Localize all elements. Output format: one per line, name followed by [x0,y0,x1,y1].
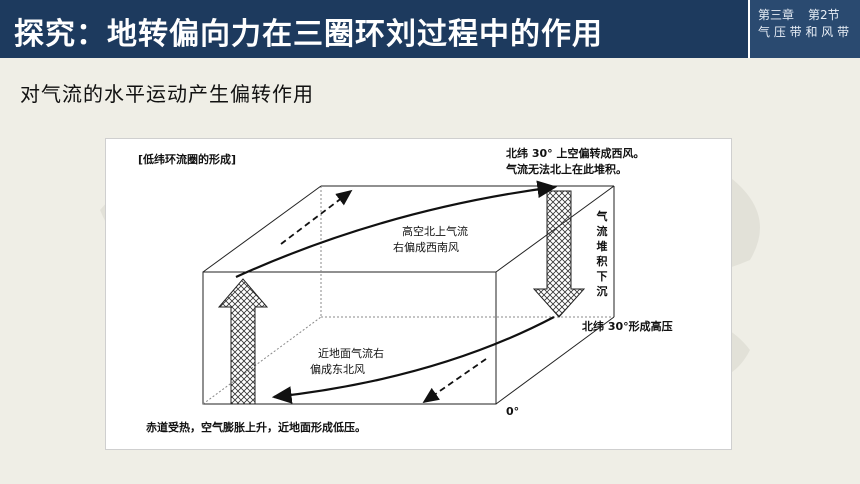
section-label: 第2节 [808,8,840,22]
surface-dashed-arrow [422,358,487,404]
top-right-note-2: 气流无法北上在此堆积。 [506,163,627,176]
chapter-badge: 第三章第2节 气 压 带 和 风 带 [748,0,860,58]
section-title: 气 压 带 和 风 带 [758,25,850,39]
chapter-label: 第三章 [758,8,795,22]
upper-westerly-arrow [235,180,558,279]
box-outline [202,185,615,405]
equator-label: 0° [506,405,520,418]
bottom-note: 赤道受热，空气膨胀上升，近地面形成低压。 [146,421,366,434]
figure-caption: [低纬环流圈的形成] [138,153,237,166]
sinking-air-arrow [532,190,586,318]
circulation-diagram: [低纬环流圈的形成] 北纬 30° 上空偏转成西风。 气流无法北上在此堆积。 高… [105,138,732,450]
north-30-high-label: 北纬 30°形成高压 [582,320,673,333]
surface-trade-wind-arrow [271,316,555,404]
top-right-note-1: 北纬 30° 上空偏转成西风。 [506,147,645,160]
upper-dashed-arrow [280,189,353,245]
surface-flow-label-2: 偏成东北风 [310,363,365,376]
slide-title: 探究：地转偏向力在三圈环刘过程中的作用 [14,17,603,52]
subtitle: 对气流的水平运动产生偏转作用 [20,82,314,106]
diagram-drawing [202,180,615,405]
sinking-label: 气流堆积下沉 [596,210,608,298]
surface-flow-label-1: 近地面气流右 [318,347,384,360]
upper-flow-label-2: 右偏成西南风 [393,241,459,254]
rising-air-arrow [217,278,269,405]
title-bar: 探究：地转偏向力在三圈环刘过程中的作用 第三章第2节 气 压 带 和 风 带 [0,0,860,58]
upper-flow-label-1: 高空北上气流 [402,225,468,238]
